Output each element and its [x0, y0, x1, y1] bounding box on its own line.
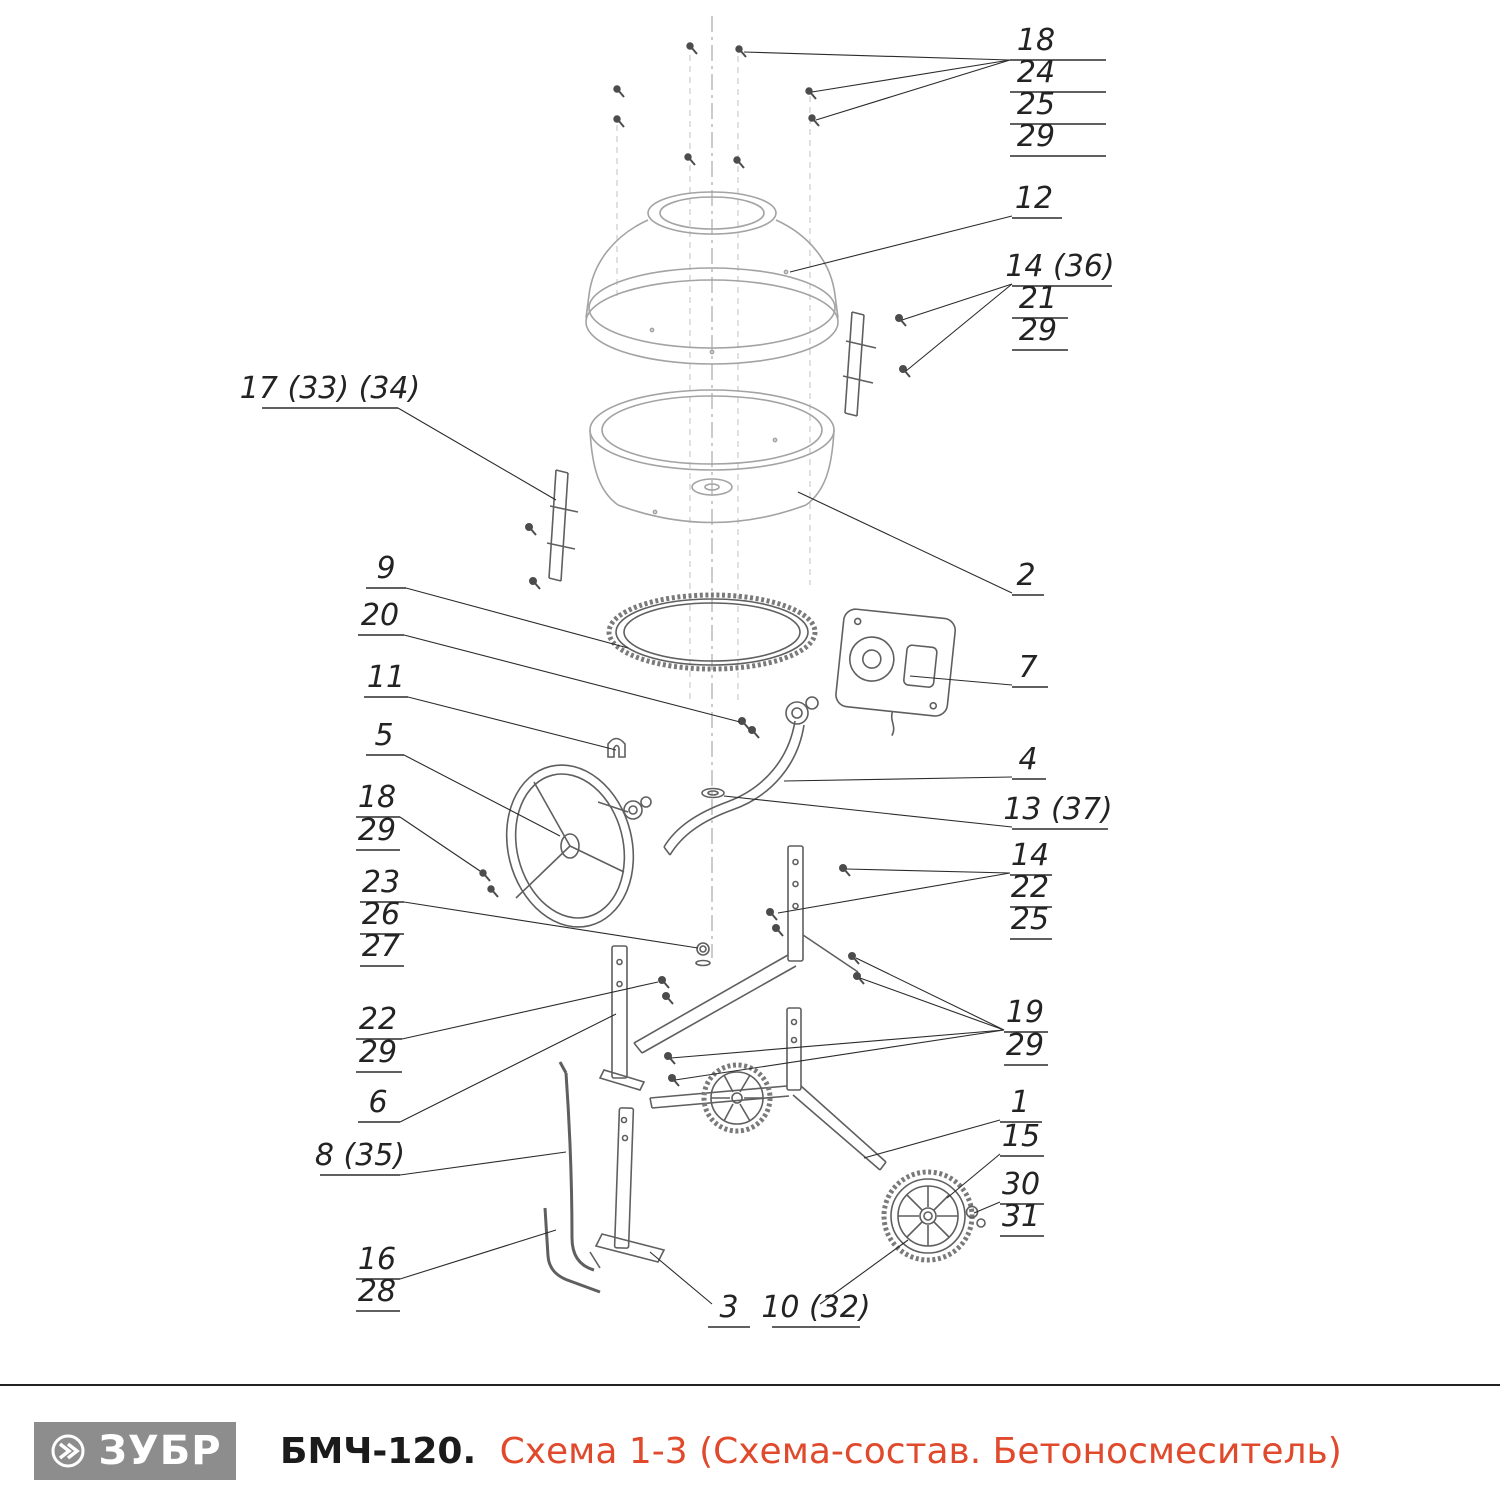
- callout-6: 6: [368, 1085, 387, 1120]
- callout-14-right: 14: [1011, 838, 1049, 873]
- callout-5: 5: [374, 718, 393, 753]
- drum-top: [585, 191, 839, 365]
- callout-23: 23: [362, 865, 400, 900]
- callout-10-32: 10 (32): [761, 1290, 870, 1325]
- callout-21: 21: [1019, 281, 1057, 316]
- callout-26: 26: [362, 897, 400, 932]
- drum-bottom: [589, 389, 835, 524]
- callout-30: 30: [1002, 1167, 1040, 1202]
- locking-rod: [543, 1207, 601, 1294]
- callout-3: 3: [719, 1290, 738, 1325]
- center-nut: [695, 942, 711, 967]
- exploded-view-diagram: 18 24 25 29 12 14 (36) 21 29 17 (33) (34…: [240, 16, 1115, 1328]
- top-fasteners: [612, 41, 820, 169]
- frame-upper-column: [633, 845, 865, 1054]
- callout-29-left-lower: 29: [359, 1035, 397, 1070]
- callout-16: 16: [358, 1242, 396, 1277]
- shaft-washer: [701, 787, 725, 799]
- callouts: 18 24 25 29 12 14 (36) 21 29 17 (33) (34…: [240, 23, 1115, 1325]
- callout-29-top: 29: [1017, 119, 1055, 154]
- callout-25-right: 25: [1011, 902, 1049, 937]
- callout-22-right: 22: [1011, 870, 1049, 905]
- callout-29-right-lower: 29: [1006, 1028, 1044, 1063]
- callout-19: 19: [1006, 995, 1044, 1030]
- retainer-clip: [607, 737, 626, 758]
- transport-wheel-front: [881, 1169, 975, 1263]
- callout-12: 12: [1015, 181, 1053, 216]
- callout-27: 27: [362, 929, 400, 964]
- mount-bracket-left: [524, 469, 579, 590]
- callout-31: 31: [1002, 1199, 1040, 1234]
- callout-1: 1: [1010, 1085, 1029, 1120]
- callout-8-35: 8 (35): [315, 1138, 405, 1173]
- callout-29-right-upper: 29: [1019, 313, 1057, 348]
- callout-28: 28: [358, 1274, 396, 1309]
- hand-wheel: [505, 764, 652, 928]
- frame-left-column: [598, 945, 680, 1091]
- callout-13-37: 13 (37): [1003, 792, 1112, 827]
- zubr-logo: ЗУБР: [34, 1422, 236, 1480]
- callout-22-left: 22: [359, 1002, 397, 1037]
- scheme-subtitle: Схема 1-3 (Схема-состав. Бетоносмеситель…: [499, 1430, 1342, 1472]
- callout-underlines: [262, 59, 1112, 1328]
- gear-ring: [606, 592, 818, 672]
- scheme-title: БМЧ-120. Схема 1-3 (Схема-состав. Бетоно…: [280, 1431, 1342, 1472]
- callout-4: 4: [1018, 742, 1037, 777]
- construction-lines: [616, 16, 811, 958]
- leader-lines: [397, 51, 1013, 1305]
- callout-14-36: 14 (36): [1005, 249, 1114, 284]
- callout-25-top: 25: [1017, 87, 1055, 122]
- callout-2: 2: [1016, 558, 1035, 593]
- callout-15: 15: [1002, 1119, 1040, 1154]
- callout-20: 20: [361, 598, 399, 633]
- callout-11: 11: [367, 660, 405, 695]
- model-number: БМЧ-120.: [280, 1430, 477, 1472]
- drive-shaft: [663, 696, 819, 856]
- callout-29-left-upper: 29: [358, 813, 396, 848]
- front-stand: [589, 1107, 666, 1269]
- motor: [835, 608, 956, 736]
- callout-18-left: 18: [358, 780, 396, 815]
- title-block: ЗУБР БМЧ-120. Схема 1-3 (Схема-состав. Б…: [0, 1384, 1500, 1480]
- callout-9: 9: [376, 551, 395, 586]
- callout-24: 24: [1017, 55, 1055, 90]
- mount-bracket-right: [842, 311, 911, 417]
- callout-18-top: 18: [1017, 23, 1055, 58]
- transport-wheel-small: [701, 1062, 773, 1134]
- callout-17-33-34: 17 (33) (34): [240, 371, 420, 406]
- callout-7: 7: [1018, 650, 1037, 685]
- brand-name: ЗУБР: [98, 1428, 222, 1474]
- left-small-bolts: [478, 868, 499, 898]
- tilt-rod: [558, 1061, 595, 1272]
- zubr-logo-icon: [51, 1434, 85, 1468]
